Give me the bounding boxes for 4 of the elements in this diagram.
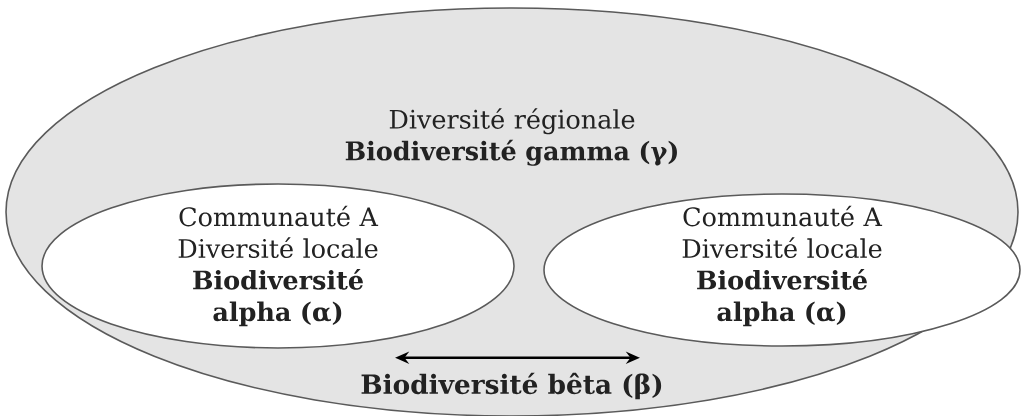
- node-label: Biodiversité alpha (α): [697, 268, 867, 327]
- node-label: Communauté A: [683, 205, 883, 227]
- edge-label: Biodiversité bêta (β): [361, 372, 662, 400]
- node-label: Diversité locale: [682, 237, 882, 259]
